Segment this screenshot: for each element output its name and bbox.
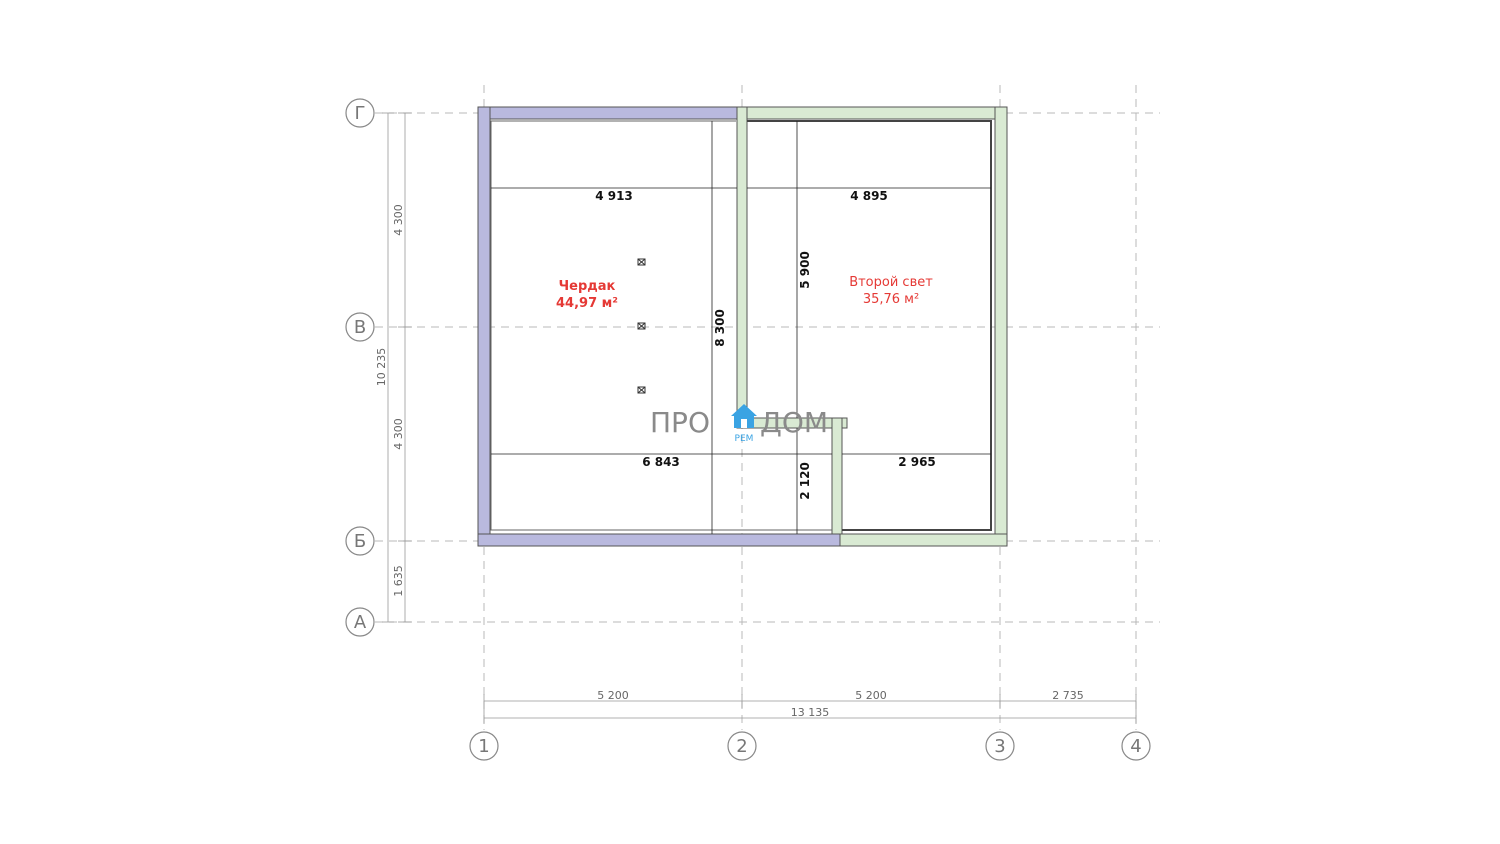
dim-attic-width: 4 913 — [595, 189, 633, 203]
dim-bottom-2-3: 5 200 — [855, 689, 887, 702]
axis-label-2: 2 — [736, 736, 747, 757]
wall-light-top — [741, 106, 1008, 120]
logo-right-text: ДОМ — [760, 406, 828, 439]
room-attic-name: Чердак — [559, 279, 616, 294]
dim-left-g-v: 4 300 — [392, 204, 405, 236]
axis-label-3: 3 — [994, 736, 1005, 757]
axis-label-v: В — [354, 317, 366, 338]
logo-left-text: ПРО — [650, 406, 710, 439]
dim-left-total: 10 235 — [375, 348, 388, 387]
axis-bubble-b: Б — [345, 526, 375, 556]
wall-partition-lower — [831, 417, 843, 535]
axis-bubble-g: Г — [345, 98, 375, 128]
dim-left-b-a: 1 635 — [392, 565, 405, 597]
vent-marker-icon — [637, 322, 646, 330]
wall-light-right — [994, 106, 1008, 547]
dim-bottom-3-4: 2 735 — [1052, 689, 1084, 702]
axis-bubble-3: 3 — [985, 731, 1015, 761]
bottom-dimension-chain — [483, 694, 1137, 724]
axis-label-4: 4 — [1130, 736, 1141, 757]
vent-markers — [637, 258, 646, 394]
axis-bubble-a: А — [345, 607, 375, 637]
wall-partition-vertical — [736, 106, 748, 426]
wall-light-bottom — [839, 533, 1008, 547]
axis-bubble-v: В — [345, 312, 375, 342]
logo-sub-text: РЕМ — [735, 434, 754, 444]
house-icon — [731, 404, 757, 428]
vent-marker-icon — [637, 386, 646, 394]
dim-bottom-1-2: 5 200 — [597, 689, 629, 702]
dim-light-bottom-width: 2 965 — [898, 455, 936, 469]
vent-marker-icon — [637, 258, 646, 266]
axis-bubble-2: 2 — [727, 731, 757, 761]
axis-label-b: Б — [354, 531, 366, 552]
room-light-name: Второй свет — [849, 275, 933, 290]
room-light-area: 35,76 м² — [863, 292, 919, 307]
wall-attic-bottom — [477, 533, 841, 547]
attic-room-outline — [490, 120, 832, 531]
dim-left-v-b: 4 300 — [392, 418, 405, 450]
dim-light-bottom-height: 2 120 — [798, 462, 812, 500]
axis-label-1: 1 — [478, 736, 489, 757]
dim-attic-height: 8 300 — [713, 309, 727, 347]
wall-attic-left — [477, 106, 491, 547]
dim-bottom-total: 13 135 — [791, 706, 830, 719]
room-attic-area: 44,97 м² — [556, 296, 618, 311]
dim-light-width: 4 895 — [850, 189, 888, 203]
inner-dimension-lines — [491, 121, 991, 534]
axis-label-g: Г — [355, 103, 366, 124]
left-dimension-chain — [382, 112, 412, 623]
walls — [477, 106, 1008, 547]
axis-bubble-4: 4 — [1121, 731, 1151, 761]
dim-light-height: 5 900 — [798, 251, 812, 289]
light-room-outline — [747, 120, 992, 531]
axis-bubble-1: 1 — [469, 731, 499, 761]
wall-attic-top — [477, 106, 743, 120]
axis-label-a: А — [354, 612, 367, 633]
logo: ПРО РЕМ ДОМ — [650, 404, 828, 444]
dim-attic-bottom-width: 6 843 — [642, 455, 680, 469]
